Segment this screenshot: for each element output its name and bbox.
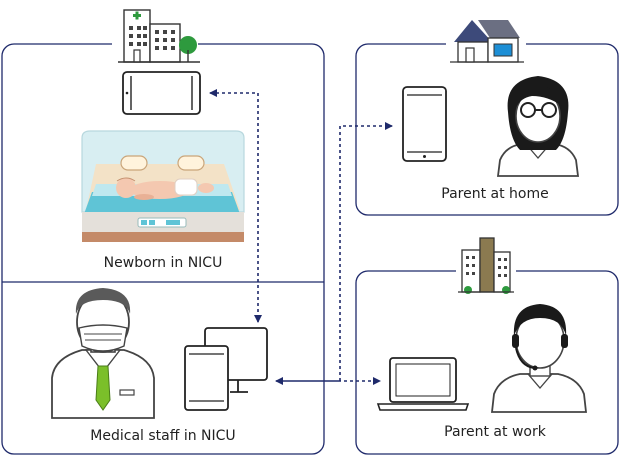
label-medical-staff-nicu: Medical staff in NICU [90, 428, 236, 444]
house-icon [446, 20, 526, 64]
tablet-icon [122, 71, 201, 115]
incubator-icon [81, 130, 245, 242]
office-building-icon [456, 237, 516, 296]
woman-glasses-icon [496, 76, 580, 177]
label-newborn-nicu: Newborn in NICU [103, 255, 223, 271]
hospital-icon [112, 9, 200, 64]
newborn-baby [116, 177, 214, 200]
connector-tablet-staff [209, 89, 262, 323]
doctor-icon [51, 288, 155, 419]
label-parent-work: Parent at work [444, 424, 546, 440]
laptop-icon [376, 357, 470, 411]
connector-staff-parents [275, 122, 393, 385]
label-parent-home: Parent at home [441, 186, 549, 202]
headset-person-icon [490, 304, 588, 413]
monitor-tablet-icon [184, 327, 268, 411]
phone-icon [402, 86, 447, 162]
